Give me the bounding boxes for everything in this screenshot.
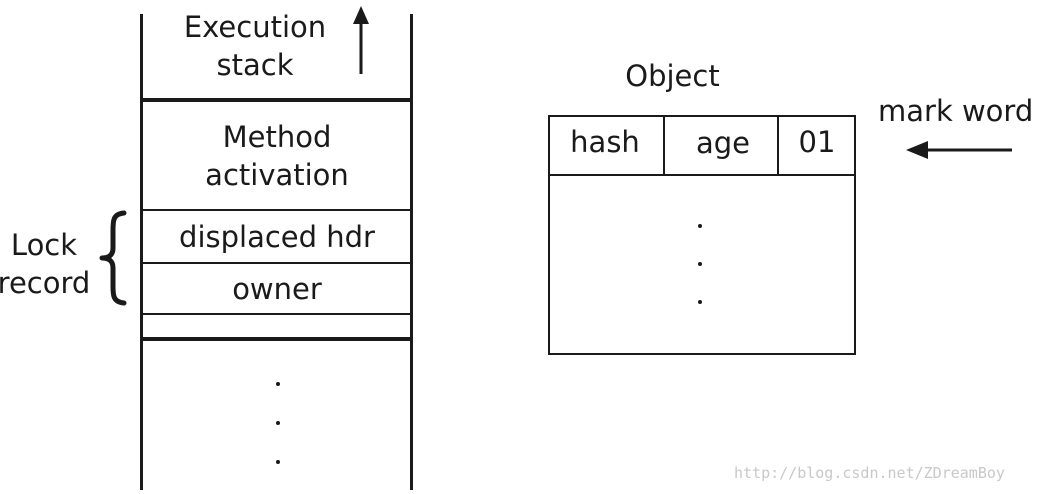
mark-word-bottom-border bbox=[548, 174, 856, 176]
stack-separator-thick bbox=[140, 337, 413, 341]
age-field: age bbox=[695, 126, 751, 160]
stack-separator bbox=[140, 262, 413, 264]
stack-left-wall bbox=[140, 14, 143, 490]
stack-title-line1: Execution bbox=[183, 10, 327, 44]
displaced-hdr-label: displaced hdr bbox=[179, 220, 375, 254]
hash-field: hash bbox=[570, 125, 640, 159]
stack-growth-arrow-icon bbox=[353, 6, 369, 74]
mark-word-arrow-icon bbox=[906, 141, 1012, 159]
stack-title-line2: stack bbox=[216, 48, 294, 82]
object-box bbox=[548, 115, 856, 355]
stack-separator bbox=[140, 313, 413, 315]
watermark: http://blog.csdn.net/ZDreamBoy bbox=[734, 464, 1005, 482]
object-title: Object bbox=[625, 59, 720, 93]
owner-label: owner bbox=[232, 272, 322, 306]
left-brace-icon bbox=[99, 210, 127, 306]
stack-title: Execution stack bbox=[150, 8, 360, 84]
stack-separator bbox=[140, 209, 413, 211]
field-divider bbox=[777, 115, 779, 176]
method-activation-label: Method activation bbox=[205, 120, 349, 192]
lock-bits-field: 01 bbox=[798, 125, 836, 159]
stack-separator-thick bbox=[140, 98, 413, 102]
mark-word-label: mark word bbox=[878, 94, 1034, 128]
field-divider bbox=[663, 115, 665, 176]
lock-record-label: Lock record bbox=[0, 228, 91, 300]
stack-right-wall bbox=[410, 14, 413, 490]
